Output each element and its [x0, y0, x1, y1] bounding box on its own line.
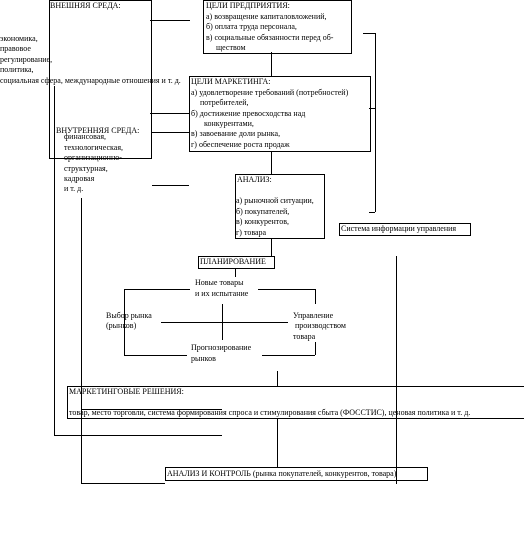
connector-line	[277, 371, 278, 386]
connector-line	[152, 185, 189, 186]
connector-line	[81, 409, 222, 410]
connector-line	[124, 289, 190, 290]
connector-line	[363, 33, 375, 34]
connector-line	[369, 108, 375, 109]
external-env-item: регулирование,	[0, 55, 53, 64]
connector-line	[369, 212, 375, 213]
external-env-title: ВНЕШНЯЯ СРЕДА:	[50, 1, 121, 10]
internal-env-item: структурная,	[64, 164, 108, 173]
connector-line	[124, 289, 125, 355]
analysis-box	[235, 174, 325, 239]
info-system-box	[339, 223, 471, 236]
market-choice-label: Выбор рынка	[106, 311, 152, 320]
marketing-goals-item: в) завоевание доли рынка,	[191, 129, 281, 138]
enterprise-goals-title: ЦЕЛИ ПРЕДПРИЯТИЯ:	[206, 1, 290, 10]
external-env-item: социальная сфера, международные отношени…	[0, 76, 181, 85]
external-env-item: правовое	[0, 44, 31, 53]
connector-line	[271, 52, 272, 76]
product-management-label: Управление	[293, 311, 334, 320]
connector-line	[235, 268, 236, 277]
marketing-decisions-box	[67, 386, 524, 419]
connector-line	[150, 113, 189, 114]
product-management-label: производством	[295, 321, 346, 330]
connector-line	[161, 322, 288, 323]
connector-line	[222, 304, 223, 340]
connector-line	[152, 132, 189, 133]
enterprise-goals-item: б) оплата труда персонала,	[206, 22, 297, 31]
connector-line	[262, 355, 315, 356]
internal-env-item: финансовая,	[64, 132, 107, 141]
internal-env-item: и т. д.	[64, 184, 84, 193]
connector-line	[150, 20, 190, 21]
new-products-label: Новые товары	[195, 278, 244, 287]
info-system-label: Система информации управления	[341, 224, 457, 233]
enterprise-goals-item: в) социальные обязанности перед об-	[206, 33, 334, 42]
enterprise-goals-box	[203, 0, 352, 54]
analysis-item: в) конкурентов,	[236, 217, 289, 226]
enterprise-goals-item: ществом	[216, 43, 246, 52]
control-label: АНАЛИЗ И КОНТРОЛЬ (рынка покупателей, ко…	[167, 469, 397, 478]
internal-env-item: технологическая,	[64, 143, 123, 152]
marketing-goals-box	[189, 76, 371, 152]
marketing-goals-item: б) достижение превосходства над	[191, 109, 306, 118]
connector-line	[54, 435, 222, 436]
enterprise-goals-item: а) возвращение капиталовложений,	[206, 12, 327, 21]
planning-title: ПЛАНИРОВАНИЕ	[200, 257, 266, 266]
connector-line	[54, 86, 55, 436]
product-management-label: товара	[293, 332, 316, 341]
internal-env-title: ВНУТРЕННЯЯ СРЕДА:	[56, 126, 140, 135]
connector-line	[271, 151, 272, 174]
forecasting-label: Прогнозирование	[191, 343, 252, 352]
analysis-item: г) товара	[236, 228, 267, 237]
market-choice-label: (рынков)	[106, 321, 137, 330]
forecasting-label: рынков	[191, 354, 216, 363]
connector-line	[315, 289, 316, 304]
connector-line	[124, 355, 187, 356]
connector-line	[81, 198, 82, 483]
connector-line	[81, 483, 165, 484]
analysis-item: а) рыночной ситуации,	[236, 196, 314, 205]
analysis-item: б) покупателей,	[236, 207, 290, 216]
marketing-goals-item: а) удовлетворение требований (потребност…	[191, 88, 349, 97]
marketing-decisions-title: МАРКЕТИНГОВЫЕ РЕШЕНИЯ:	[69, 387, 184, 396]
new-products-label: и их испытание	[195, 289, 249, 298]
connector-line	[396, 256, 397, 484]
internal-env-item: кадровая	[64, 174, 95, 183]
connector-line	[258, 289, 315, 290]
marketing-goals-item: г) обеспечение роста продаж	[191, 140, 290, 149]
marketing-goals-title: ЦЕЛИ МАРКЕТИНГА:	[191, 77, 271, 86]
marketing-decisions-text: товар, место торговли, система формирова…	[69, 408, 471, 417]
connector-line	[277, 418, 278, 467]
planning-box	[198, 256, 275, 269]
connector-line	[375, 33, 376, 212]
marketing-goals-item: потребителей,	[200, 98, 249, 107]
control-box	[165, 467, 428, 481]
external-env-item: экономика,	[0, 34, 38, 43]
marketing-goals-item: конкурентами,	[204, 119, 254, 128]
internal-env-item: организационно-	[64, 153, 122, 162]
external-env-item: политика,	[0, 65, 34, 74]
external-environment-box	[49, 0, 152, 159]
connector-line	[271, 238, 272, 256]
analysis-title: АНАЛИЗ:	[237, 175, 272, 184]
connector-line	[315, 342, 316, 355]
